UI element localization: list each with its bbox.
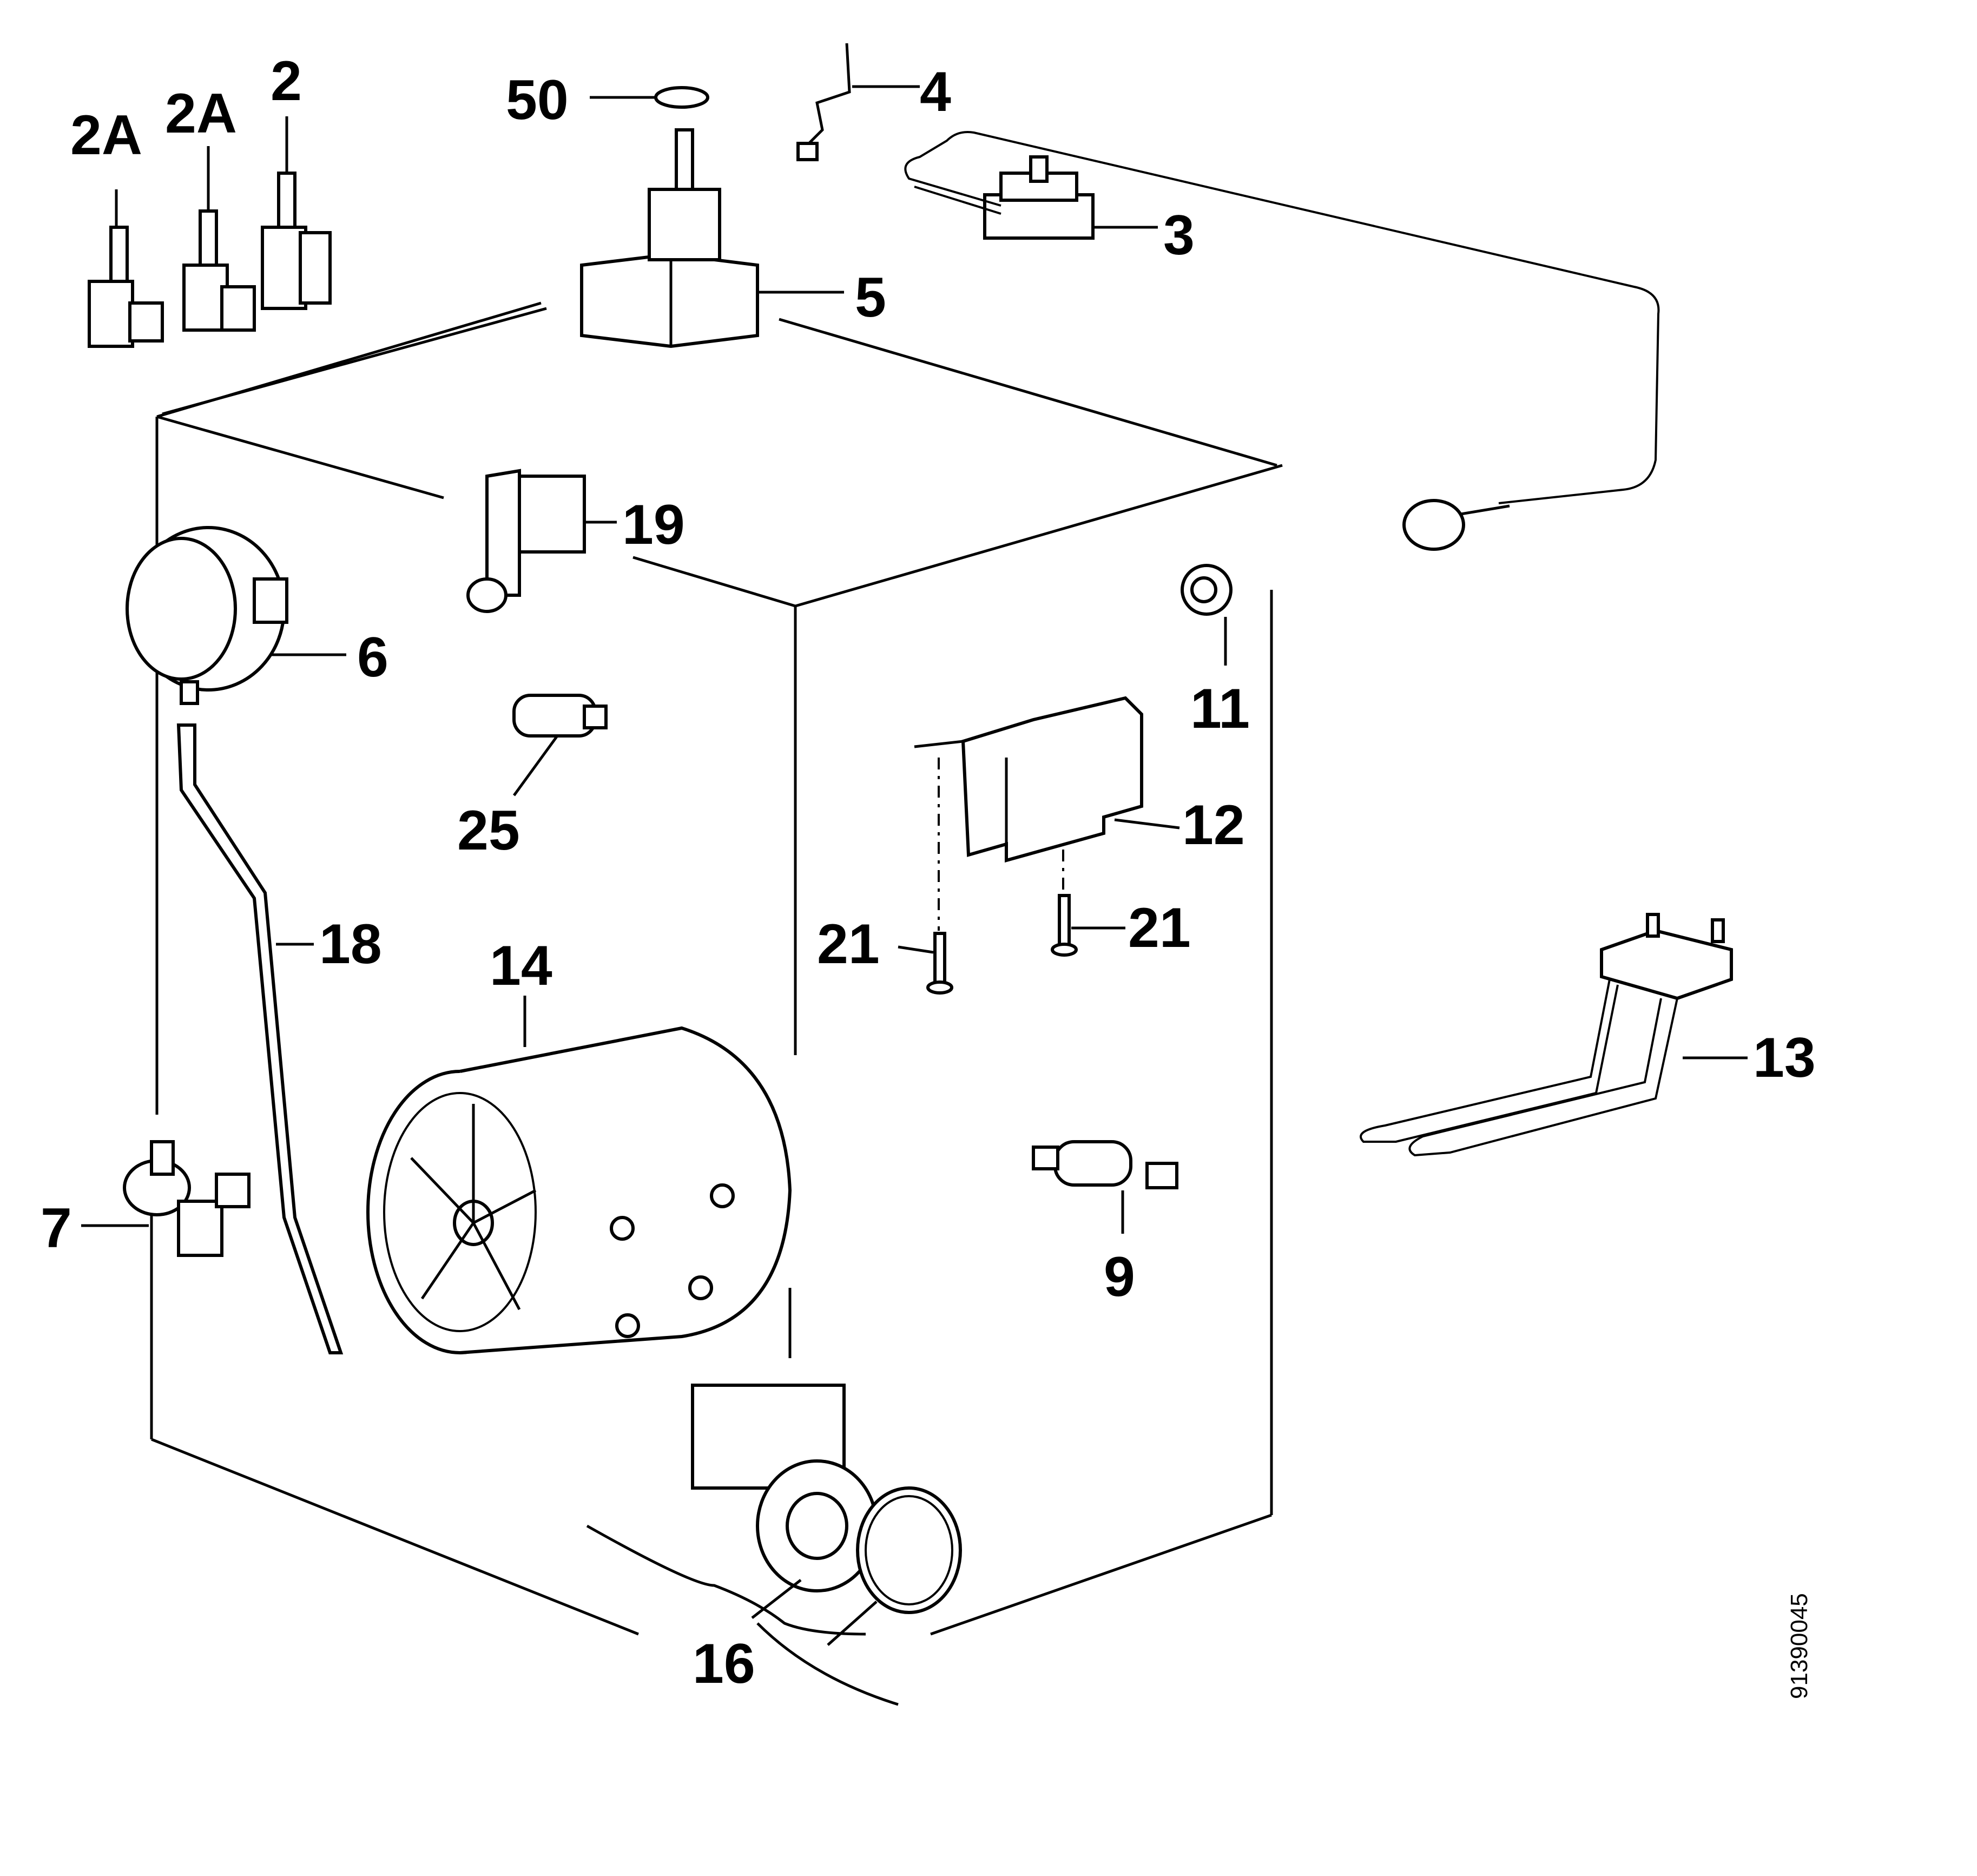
- timer-5: [580, 128, 844, 348]
- label-18: 18: [319, 913, 382, 976]
- pump-16: [586, 1384, 962, 1706]
- label-16: 16: [693, 1633, 755, 1695]
- label-7: 7: [41, 1197, 72, 1260]
- label-13: 13: [1753, 1026, 1816, 1089]
- label-19: 19: [622, 493, 685, 556]
- label-21-left: 21: [817, 913, 880, 976]
- label-2a-mid: 2A: [165, 82, 237, 145]
- valve-7: [81, 1140, 251, 1257]
- pressure-switch-6: [126, 526, 346, 705]
- door-lock-19: [466, 469, 617, 613]
- label-50: 50: [506, 69, 569, 131]
- label-9: 9: [1104, 1246, 1135, 1308]
- component-9: [1032, 1140, 1178, 1234]
- label-14: 14: [490, 934, 552, 997]
- label-2: 2: [271, 50, 302, 113]
- switch-2a-left: [88, 189, 164, 348]
- heating-element-13: [1360, 913, 1748, 1157]
- label-2a-left: 2A: [70, 104, 142, 167]
- bushing-11: [1181, 564, 1233, 666]
- wire-4: [796, 43, 920, 161]
- label-5: 5: [855, 266, 886, 329]
- module-12: [914, 696, 1180, 931]
- motor-14: [366, 996, 792, 1354]
- label-6: 6: [357, 626, 388, 689]
- drawing-number: 91390045: [1786, 1593, 1813, 1699]
- label-4: 4: [920, 61, 951, 123]
- hose-18: [176, 723, 344, 1354]
- screw-21-right: [1051, 894, 1125, 957]
- label-11: 11: [1190, 677, 1250, 740]
- washer-50: [590, 86, 709, 109]
- label-3: 3: [1163, 204, 1195, 267]
- screw-21-left: [898, 932, 953, 995]
- thermostat-3: [904, 131, 1660, 551]
- label-25: 25: [457, 799, 520, 862]
- label-21-right: 21: [1128, 897, 1191, 959]
- switch-2: [261, 116, 332, 310]
- cabinet-outline: [150, 301, 1283, 1636]
- switch-2a-mid: [182, 146, 256, 332]
- capacitor-25: [512, 694, 608, 797]
- label-12: 12: [1182, 794, 1245, 857]
